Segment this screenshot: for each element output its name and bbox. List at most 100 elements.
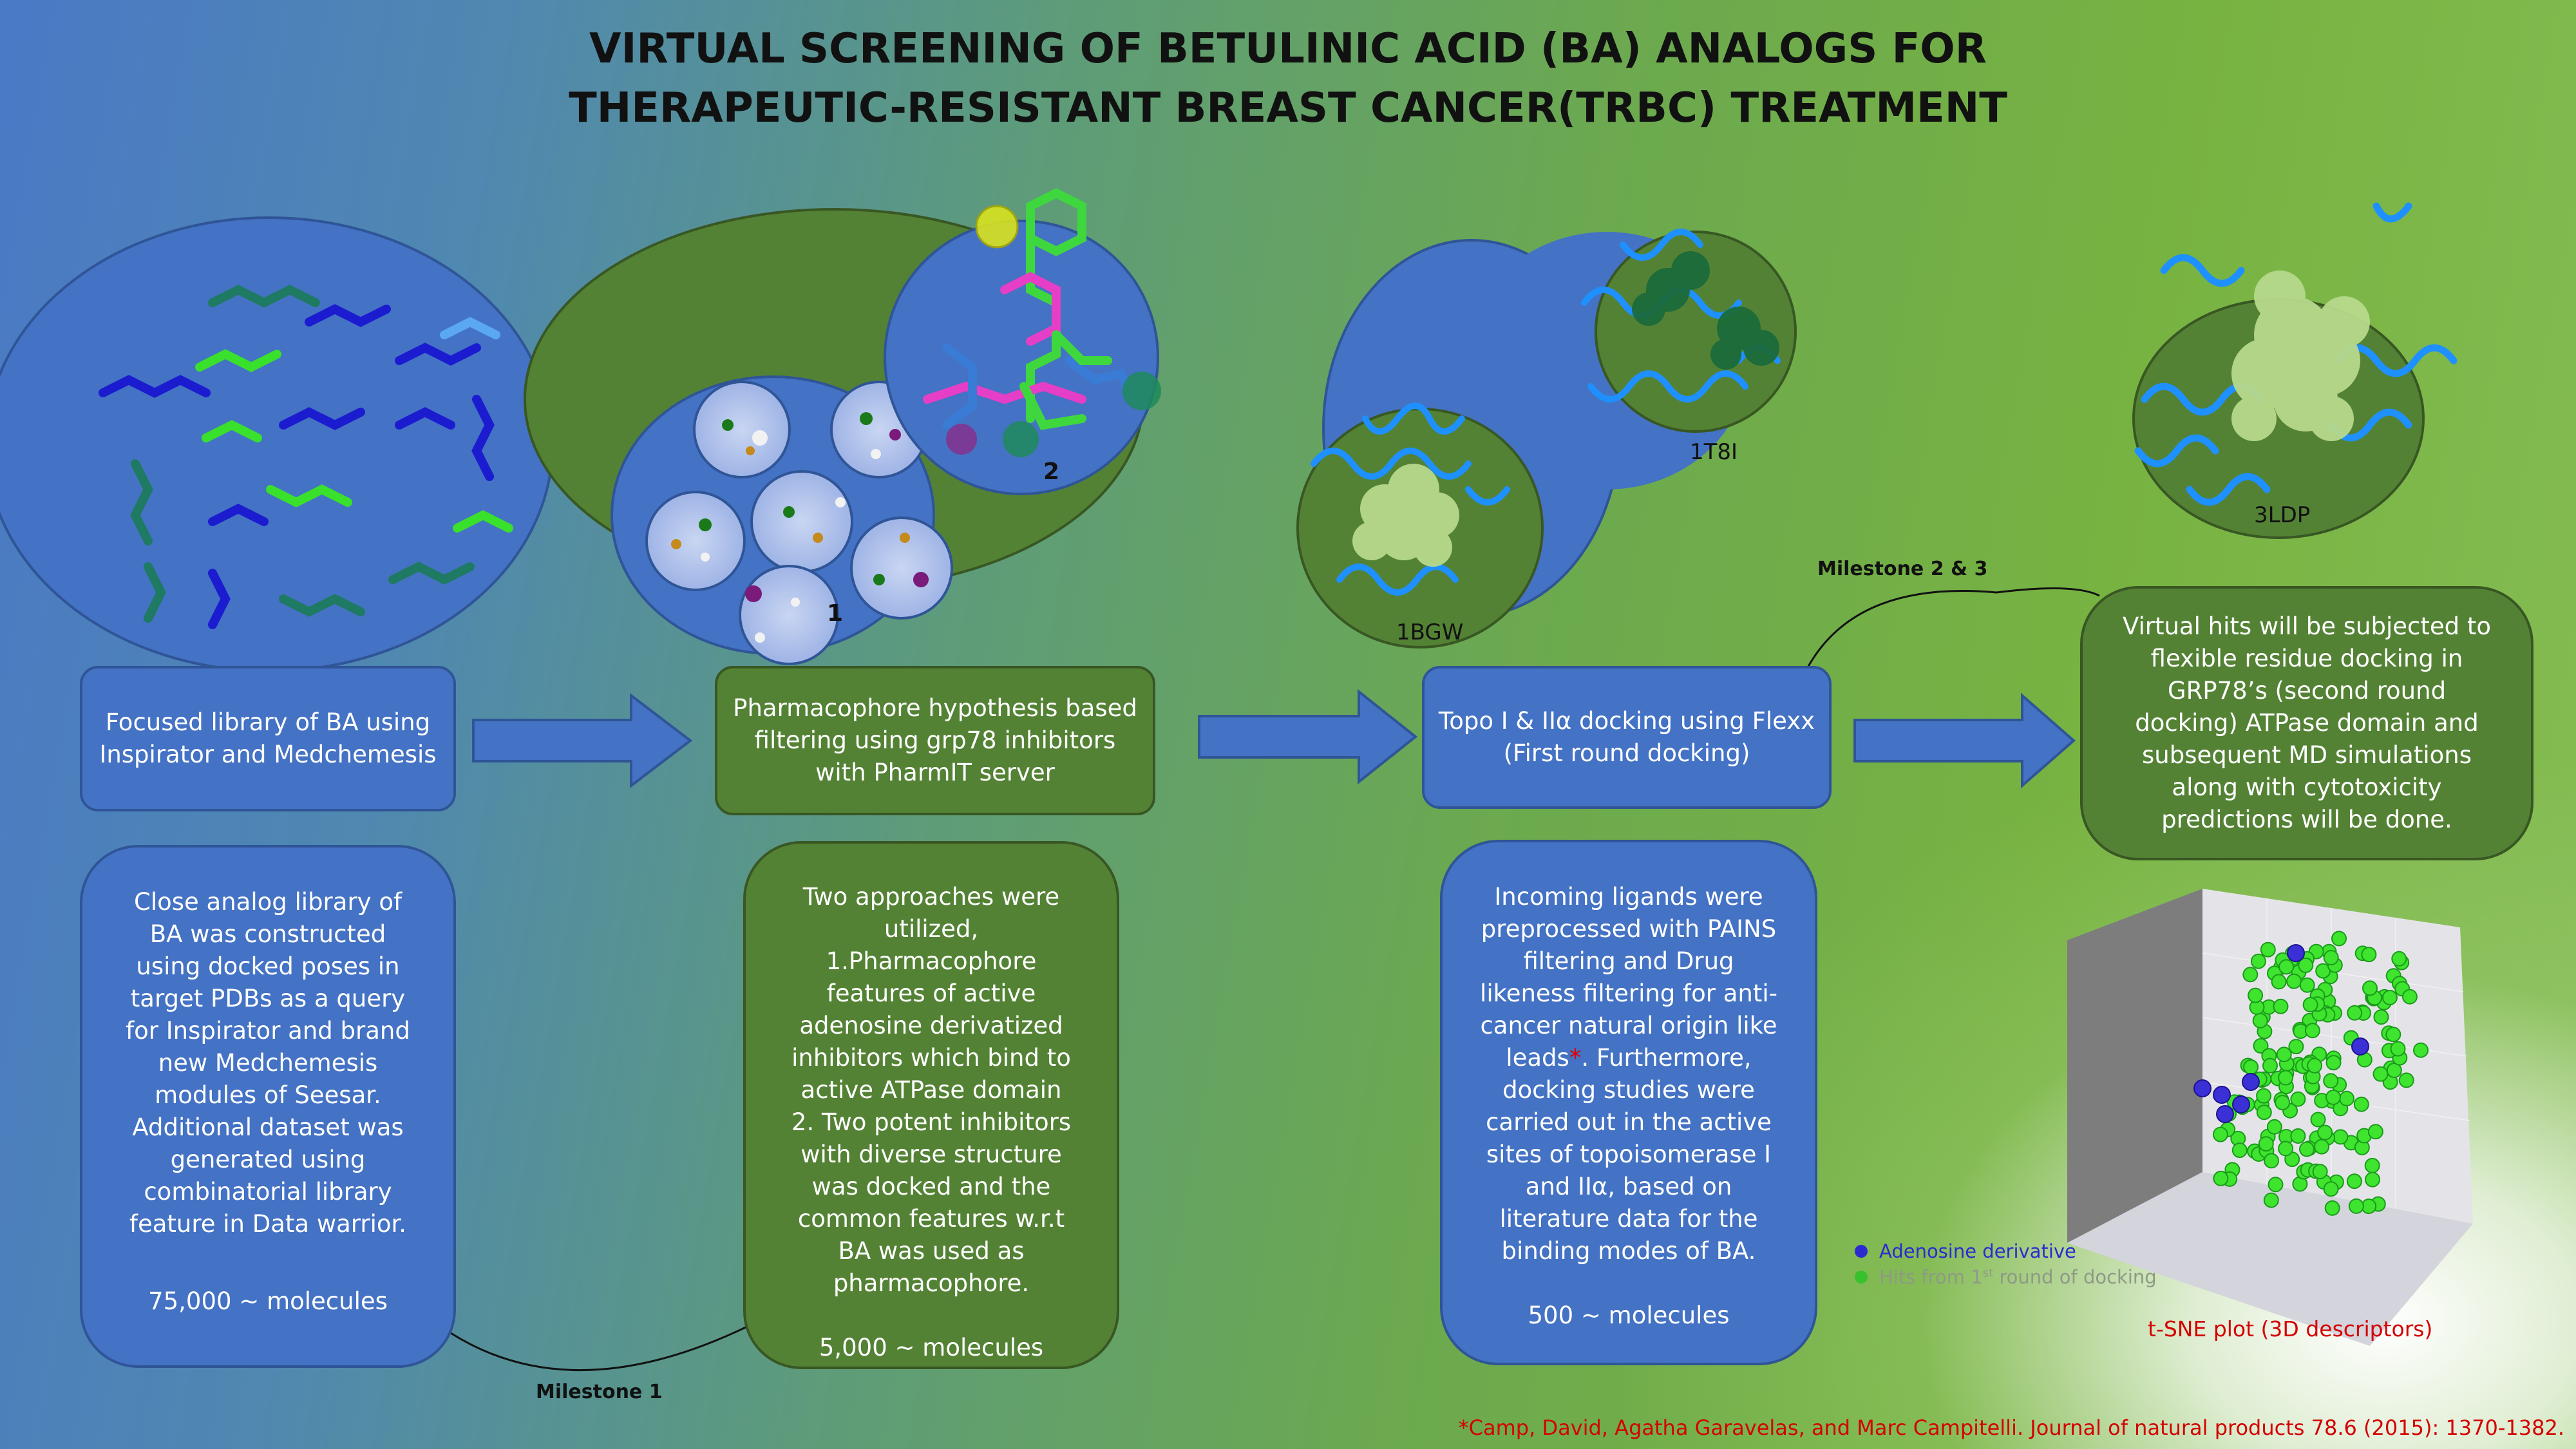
milestone-1-label: Milestone 1 (536, 1381, 663, 1403)
arrow-1 (472, 692, 693, 789)
legend-label-hits-suffix: round of docking (1993, 1266, 2157, 1288)
step-1-detail-box: Close analog library of BA was construct… (80, 845, 456, 1368)
tsne-point-hit (2353, 1096, 2369, 1112)
pdb-label-1t8i: 1T8I (1690, 439, 1738, 465)
tsne-point-hit (2302, 997, 2318, 1013)
tsne-point-hit (2298, 957, 2314, 973)
tsne-point-hit (2278, 1141, 2294, 1157)
tsne-point-hit (2382, 990, 2398, 1005)
tsne-point-hit (2258, 1136, 2274, 1152)
tsne-point-hit (2243, 1059, 2259, 1075)
tsne-point-hit (2367, 1124, 2383, 1140)
ligand-surface-1t8i (1632, 251, 1779, 370)
ligand-surface-3ldp (2231, 270, 2370, 441)
tsne-point-hit (2390, 1041, 2406, 1057)
tsne-point-hit (2391, 951, 2407, 967)
step-1-detail-text: Close analog library of BA was construct… (126, 888, 410, 1238)
step-2-molecule-count: 5,000 ~ molecules (819, 1334, 1044, 1361)
tsne-point-hit (2372, 1066, 2389, 1082)
arrow-3 (1853, 692, 2076, 789)
tsne-point-hit (2268, 1177, 2284, 1193)
tsne-plot (2067, 889, 2473, 1346)
tsne-point-hit (2325, 1089, 2341, 1105)
tsne-point-hit (2365, 1171, 2380, 1188)
tsne-point-hit (2339, 1090, 2354, 1106)
grp78-docking-figure (2132, 202, 2458, 539)
tsne-point-hit (2286, 973, 2302, 989)
tsne-legend: Adenosine derivative Hits from 1st round… (1855, 1240, 2157, 1288)
poster-title: VIRTUAL SCREENING OF BETULINIC ACID (BA)… (0, 19, 2576, 138)
tsne-point-hit (2401, 989, 2418, 1005)
tsne-point-hit (2312, 1164, 2328, 1180)
tsne-point-adenosine (2216, 1105, 2234, 1123)
tsne-point-hit (2307, 1057, 2323, 1074)
flow-arrows (472, 688, 2076, 789)
tsne-point-hit (2325, 1055, 2342, 1071)
tsne-point-hit (2373, 1009, 2389, 1025)
citation-asterisk: * (1569, 1044, 1582, 1072)
step-2-detail-line-2: 1.Pharmacophore features of active adeno… (791, 947, 1071, 1104)
tsne-point-hit (2276, 1046, 2292, 1063)
step-3-molecule-count: 500 ~ molecules (1528, 1302, 1730, 1329)
tsne-point-hit (2361, 947, 2377, 963)
step-3-detail-text-part-2: . Furthermore, docking studies were carr… (1486, 1044, 1772, 1265)
figure-label-2: 2 (1043, 459, 1060, 485)
tsne-point-adenosine (2193, 1079, 2211, 1097)
milestone-23-connector (1805, 587, 2100, 670)
citation: *Camp, David, Agatha Garavelas, and Marc… (1458, 1416, 2564, 1440)
tsne-point-hit (2264, 1153, 2279, 1169)
milestone-23-label: Milestone 2 & 3 (1817, 558, 1988, 580)
step-1-header-box: Focused library of BA using Inspirator a… (80, 666, 456, 811)
tsne-point-hit (2275, 1095, 2291, 1111)
tsne-point-hit (2346, 1173, 2362, 1189)
tsne-point-hit (2256, 1088, 2272, 1104)
step-3-header-line-1: Topo I & IIα docking using Flexx (1438, 707, 1815, 735)
tsne-point-hit (2252, 1012, 2268, 1028)
step-2-header-box: Pharmacophore hypothesis based filtering… (715, 666, 1155, 815)
step-2-detail-line-1: Two approaches were utilized, (802, 883, 1060, 943)
pdb-label-1bgw: 1BGW (1396, 620, 1464, 645)
tsne-point-hit (2310, 1112, 2326, 1128)
tsne-point-hit (2262, 1057, 2278, 1074)
title-line-2: THERAPEUTIC-RESISTANT BREAST CANCER(TRBC… (569, 84, 2007, 132)
legend-label-hits: Hits from 1st round of docking (1879, 1266, 2157, 1288)
tsne-point-hit (2314, 1139, 2330, 1155)
tsne-point-hit (2288, 1039, 2304, 1055)
tsne-point-hit (2347, 1005, 2363, 1021)
tsne-point-hit (2413, 1042, 2429, 1058)
step-1-molecule-count: 75,000 ~ molecules (148, 1287, 388, 1315)
tsne-point-hit (2290, 1128, 2306, 1144)
tsne-point-hit (2385, 1027, 2401, 1043)
step-3-detail-text: Incoming ligands were preprocessed with … (1475, 881, 1783, 1267)
tsne-point-hit (2324, 1200, 2340, 1216)
step-2-detail-box: Two approaches were utilized, 1.Pharmaco… (743, 841, 1119, 1369)
milestone-1-connector (450, 1325, 748, 1372)
title-line-1: VIRTUAL SCREENING OF BETULINIC ACID (BA)… (589, 25, 1987, 73)
legend-label-hits-prefix: Hits from 1 (1879, 1266, 1983, 1288)
pdb-label-3ldp: 3LDP (2254, 502, 2311, 528)
tsne-point-hit (2278, 1070, 2294, 1086)
legend-swatch-hits (1855, 1271, 1868, 1283)
tsne-point-hit (2290, 1091, 2306, 1107)
tsne-point-hit (2242, 967, 2259, 983)
tsne-point-hit (2333, 1129, 2349, 1145)
tsne-point-adenosine (2351, 1037, 2369, 1056)
tsne-point-hit (2273, 998, 2289, 1014)
arrow-2 (1198, 688, 1418, 785)
tsne-point-hit (2299, 1141, 2315, 1157)
legend-label-hits-sup: st (1982, 1266, 1994, 1280)
step-4-header-box: Virtual hits will be subjected to flexib… (2080, 586, 2533, 860)
legend-item-hits: Hits from 1st round of docking (1855, 1266, 2157, 1288)
tsne-point-hit (2278, 959, 2295, 975)
step-2-detail-line-3: 2. Two potent inhibitors with diverse st… (791, 1108, 1072, 1297)
tsne-point-hit (2248, 987, 2264, 1003)
tsne-point-hit (2260, 942, 2276, 958)
tsne-point-adenosine (2232, 1095, 2250, 1113)
step-3-header-box: Topo I & IIα docking using Flexx (First … (1422, 666, 1832, 809)
tsne-point-adenosine (2242, 1073, 2260, 1091)
step-3-header-line-2: (First round docking) (1503, 739, 1750, 767)
tsne-point-adenosine (2287, 944, 2305, 962)
tsne-point-adenosine (2213, 1086, 2231, 1104)
step-1-header-text: Focused library of BA using Inspirator a… (99, 708, 437, 768)
